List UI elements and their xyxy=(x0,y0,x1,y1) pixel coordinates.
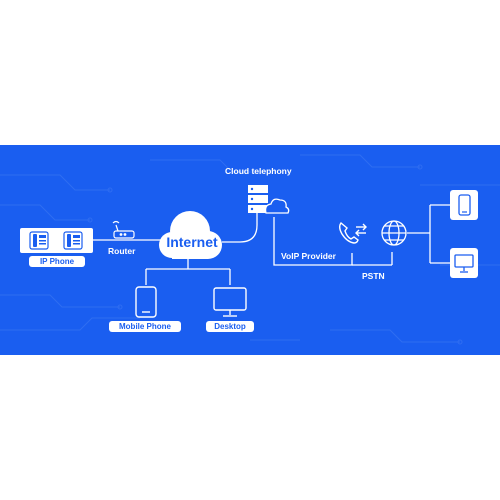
desktop-icon xyxy=(450,248,478,278)
pstn-label: PSTN xyxy=(362,271,385,281)
globe-icon xyxy=(381,220,407,246)
circuit-background xyxy=(0,154,500,345)
router-label: Router xyxy=(108,246,136,256)
connection-lines xyxy=(93,204,450,285)
cloud-icon xyxy=(159,211,222,259)
mobile-icon xyxy=(135,286,157,318)
ip-phone-label: IP Phone xyxy=(29,256,85,267)
router-icon xyxy=(112,220,135,239)
internet-label: Internet xyxy=(166,234,218,250)
server-icon xyxy=(248,185,290,214)
line-internet-cloud xyxy=(222,207,258,243)
voip-phone-icon xyxy=(339,221,367,244)
desktop-icon xyxy=(213,287,247,317)
ip-phone-icon xyxy=(20,228,93,253)
diagram-banner: Internet IP Phone Router Cloud telephony… xyxy=(0,145,500,355)
desktop-label: Desktop xyxy=(206,321,254,332)
mobile-icon xyxy=(450,190,478,220)
cloud-telephony-label: Cloud telephony xyxy=(225,166,292,176)
mobile-phone-label: Mobile Phone xyxy=(109,321,181,332)
line-cloud-voip xyxy=(273,217,353,266)
voip-provider-label: VoIP Provider xyxy=(281,251,336,261)
network-diagram xyxy=(0,154,500,345)
